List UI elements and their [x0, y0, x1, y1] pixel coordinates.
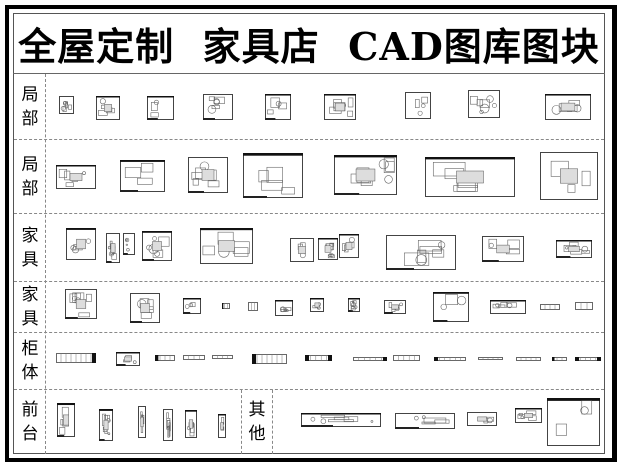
cad-block-local-2	[243, 153, 303, 198]
cad-block-local-1	[545, 94, 591, 120]
cad-block-furniture-1	[142, 231, 172, 261]
row-divider	[14, 139, 604, 140]
row-divider	[14, 332, 604, 333]
cad-block-furniture-1	[482, 236, 524, 262]
cad-block-cabinet	[116, 352, 140, 366]
row-divider	[14, 281, 604, 282]
cad-block-furniture-2	[275, 300, 293, 316]
label-char: 台	[21, 424, 39, 444]
label-char: 其	[248, 400, 266, 420]
section-label-furniture-1: 家 具	[14, 214, 46, 281]
cad-block-furniture-1	[200, 228, 253, 264]
cad-block-furniture-2	[222, 303, 230, 309]
cad-block-furniture-1	[556, 240, 592, 258]
section-label-front-desk: 前 台	[14, 390, 46, 454]
section-label-other: 其 他	[241, 390, 273, 454]
label-char: 柜	[21, 339, 39, 359]
cad-block-cabinet	[183, 355, 205, 360]
cad-block-local-1	[96, 96, 120, 120]
cad-block-furniture-1	[66, 228, 96, 260]
section-label-local-1: 局 部	[14, 74, 46, 139]
cad-block-local-1	[265, 94, 291, 120]
cad-block-local-2	[425, 157, 515, 197]
label-char: 局	[21, 154, 39, 175]
cad-block-local-2	[56, 165, 96, 189]
title-divider	[13, 73, 605, 74]
cad-block-furniture-2	[248, 302, 258, 311]
cad-block-cabinet	[552, 357, 567, 361]
cad-block-local-1	[468, 90, 500, 118]
cad-block-cabinet	[252, 354, 287, 364]
cad-block-furniture-2	[384, 300, 406, 314]
label-char: 部	[21, 178, 39, 199]
cad-block-furniture-1	[339, 234, 359, 258]
cad-block-furniture-2	[540, 304, 560, 310]
label-char: 家	[21, 285, 39, 305]
cad-block-local-1	[405, 92, 431, 119]
label-column-divider	[45, 74, 46, 454]
cad-block-cabinet	[575, 357, 601, 361]
cad-block-furniture-1	[106, 233, 120, 263]
row-divider	[14, 389, 604, 390]
cad-block-furniture-1	[290, 238, 314, 262]
cad-block-furniture-2	[65, 289, 97, 319]
cad-block-other	[467, 412, 497, 426]
cad-block-furniture-1	[123, 233, 135, 255]
cad-block-furniture-1	[386, 235, 456, 270]
cad-block-local-1	[59, 96, 74, 114]
cad-block-front-desk	[138, 406, 146, 438]
cad-block-furniture-2	[310, 298, 324, 312]
section-label-furniture-2: 家 具	[14, 282, 46, 332]
label-char: 他	[248, 424, 266, 444]
cad-block-front-desk	[57, 403, 75, 437]
cad-block-front-desk	[99, 409, 113, 441]
page-title: 全屋定制 家具店 CAD图库图块	[18, 23, 600, 69]
cad-block-furniture-2	[433, 292, 469, 322]
cad-block-furniture-2	[575, 302, 593, 310]
cad-block-furniture-2	[490, 300, 526, 314]
cad-block-front-desk	[185, 410, 197, 438]
cad-block-local-2	[540, 152, 598, 200]
cad-block-cabinet	[305, 355, 332, 361]
outer-border	[5, 5, 617, 462]
label-char: 具	[21, 249, 39, 270]
label-char: 具	[21, 309, 39, 329]
label-char: 体	[21, 363, 39, 383]
cad-block-front-desk	[218, 414, 226, 438]
cad-block-local-2	[188, 157, 228, 193]
cad-block-cabinet	[353, 357, 387, 361]
cad-block-furniture-2	[348, 298, 360, 312]
cad-block-other	[395, 413, 455, 429]
cad-block-cabinet	[393, 355, 420, 361]
label-char: 家	[21, 225, 39, 246]
section-divider	[272, 390, 273, 454]
cad-block-cabinet	[478, 357, 503, 360]
cad-block-furniture-2	[130, 293, 160, 323]
section-label-local-2: 局 部	[14, 140, 46, 213]
cad-block-local-2	[334, 155, 397, 195]
cad-block-other	[515, 408, 542, 423]
cad-block-front-desk	[163, 409, 173, 441]
cad-block-cabinet	[56, 353, 96, 363]
cad-block-local-1	[147, 96, 174, 120]
label-char: 前	[21, 400, 39, 420]
cad-block-cabinet	[434, 357, 466, 361]
row-divider	[14, 213, 604, 214]
cad-block-other	[547, 398, 600, 446]
cad-block-furniture-1	[318, 238, 338, 260]
section-divider	[241, 390, 242, 454]
cad-block-cabinet	[516, 357, 541, 361]
cad-block-local-1	[324, 94, 356, 120]
cad-block-local-2	[120, 160, 165, 192]
section-label-cabinet: 柜 体	[14, 333, 46, 389]
label-char: 局	[21, 84, 39, 105]
inner-frame	[13, 13, 605, 454]
cad-block-local-1	[203, 94, 233, 120]
cad-block-cabinet	[155, 355, 175, 361]
label-char: 部	[21, 108, 39, 129]
cad-block-cabinet	[212, 355, 233, 359]
cad-block-other	[301, 413, 381, 427]
cad-block-furniture-2	[183, 298, 201, 314]
